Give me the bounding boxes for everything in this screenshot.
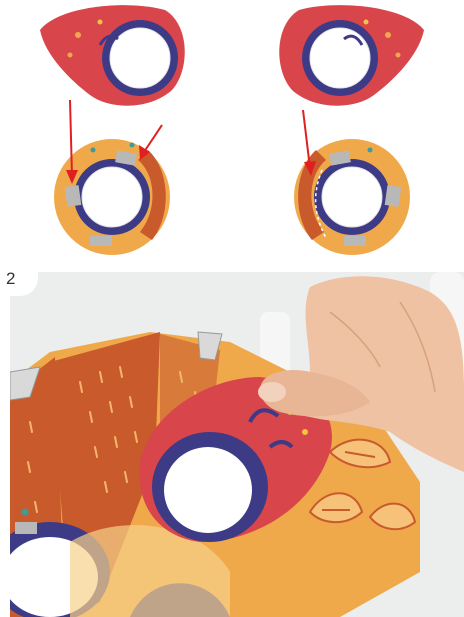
left-eye-piece	[40, 5, 185, 106]
right-mask-detail	[294, 139, 410, 255]
right-eye-piece	[279, 5, 424, 106]
assembly-photo	[10, 272, 464, 617]
assembly-diagram	[0, 0, 464, 262]
step-number: 2	[0, 262, 38, 296]
